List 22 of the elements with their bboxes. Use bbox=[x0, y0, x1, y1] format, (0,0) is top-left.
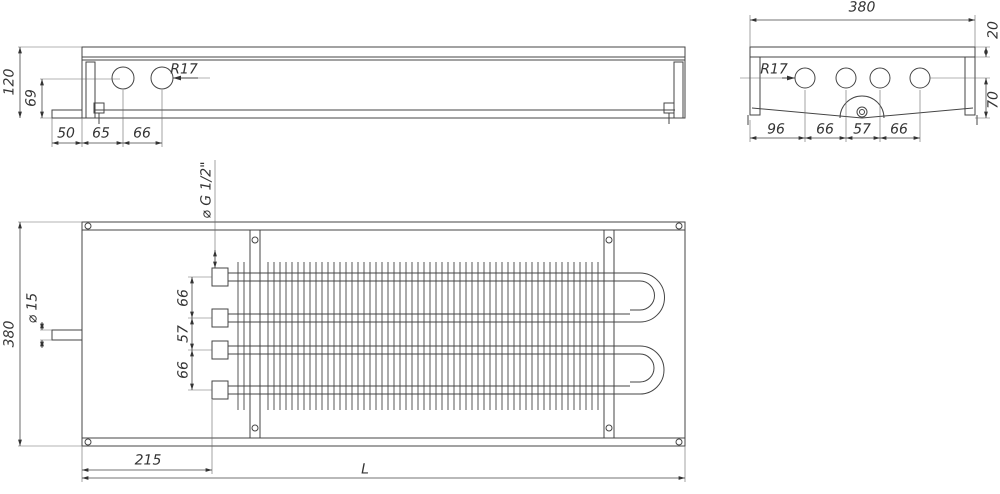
dimension-label: 120 bbox=[2, 68, 18, 96]
dimension-label: 69 bbox=[24, 89, 40, 107]
dimension-label: 20 bbox=[986, 21, 1000, 39]
dimension-label: 70 bbox=[986, 91, 1000, 109]
dimension-label: R17 bbox=[170, 62, 198, 78]
dimension-label: 57 bbox=[176, 325, 192, 343]
dimension-label: 66 bbox=[133, 126, 151, 142]
dimension-label: 66 bbox=[816, 122, 834, 138]
dimension-label: 215 bbox=[134, 454, 162, 468]
dimension-label: 66 bbox=[890, 122, 908, 138]
dimension-label: 380 bbox=[848, 0, 876, 16]
dimension-label: ⌀ G 1/2" bbox=[200, 161, 214, 219]
dimension-label: 57 bbox=[853, 122, 871, 138]
dimension-label: 50 bbox=[57, 126, 75, 142]
dimension-label: L bbox=[361, 462, 369, 478]
dimension-label: 65 bbox=[92, 126, 110, 142]
dimension-label: ⌀ 15 bbox=[26, 292, 40, 324]
dimension-label: 66 bbox=[176, 289, 192, 307]
dimension-label: 380 bbox=[2, 320, 18, 348]
dimension-label: 96 bbox=[767, 122, 785, 138]
dimension-label: R17 bbox=[760, 62, 788, 78]
dimension-label: 66 bbox=[176, 361, 192, 379]
